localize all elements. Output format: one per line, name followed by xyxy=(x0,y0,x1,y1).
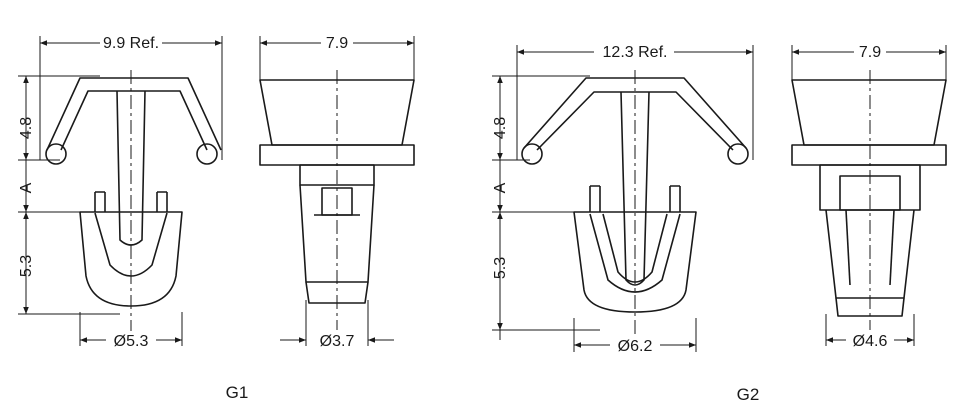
g2-side-view: 7.9 Ø4.6 xyxy=(791,42,947,350)
g2-height-mid-dimension: A xyxy=(492,182,509,193)
g1-width-dimension: 9.9 Ref. xyxy=(103,35,159,52)
g1-front-view: 9.9 Ref. 4.8 A 5.3 Ø5.3 xyxy=(18,33,223,350)
g1-height-top-dimension: 4.8 xyxy=(18,117,35,139)
g1-height-bottom-dimension: 5.3 xyxy=(18,255,35,277)
g2-diameter-dimension: Ø6.2 xyxy=(618,338,653,355)
g1-side-diameter-dimension: Ø3.7 xyxy=(320,333,355,350)
g1-side-view: 7.9 Ø3.7 xyxy=(259,33,415,350)
g2-caption: G2 xyxy=(737,385,760,404)
g1-side-width-dimension: 7.9 xyxy=(326,35,348,52)
g1-caption: G1 xyxy=(226,383,249,402)
g1-height-mid-dimension: A xyxy=(18,182,35,193)
g2-height-bottom-dimension: 5.3 xyxy=(492,257,509,279)
g2-side-width-dimension: 7.9 xyxy=(859,44,881,61)
g1-diameter-dimension: Ø5.3 xyxy=(114,333,149,350)
g2-height-top-dimension: 4.8 xyxy=(492,117,509,139)
g2-front-view: 12.3 Ref. 4.8 A 5.3 Ø6.2 xyxy=(492,42,754,355)
g2-side-diameter-dimension: Ø4.6 xyxy=(853,333,888,350)
g2-width-dimension: 12.3 Ref. xyxy=(603,44,668,61)
